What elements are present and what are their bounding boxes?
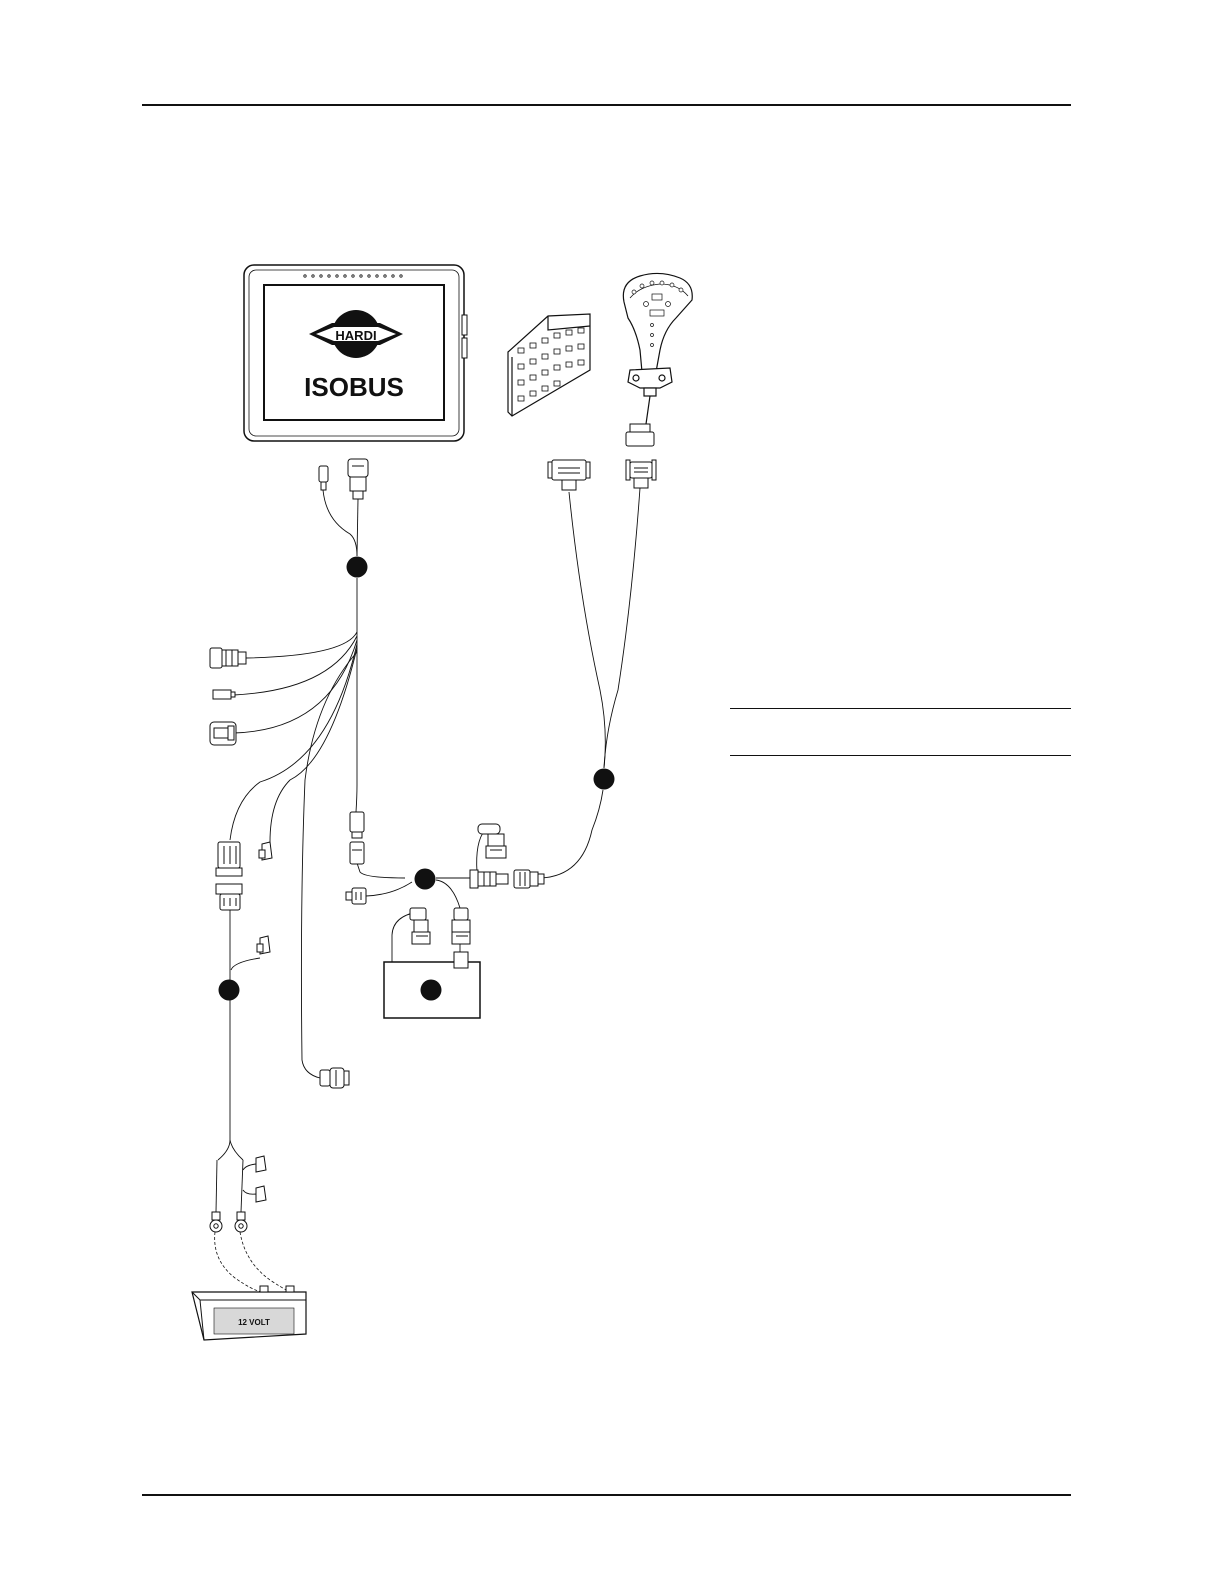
battery-leads — [215, 1232, 290, 1292]
cables — [216, 488, 640, 1212]
isobus-terminal: HARDI ISOBUS — [244, 265, 467, 441]
battery-12v: 12 VOLT — [192, 1286, 306, 1340]
fuse-holders — [210, 1156, 266, 1232]
callout-bubble-5 — [421, 980, 442, 1001]
joystick-grip — [623, 273, 692, 424]
keypad-panel — [508, 314, 590, 416]
joystick-connector — [626, 424, 656, 488]
callout-bubble-3 — [415, 869, 436, 890]
power-connectors — [216, 842, 272, 954]
keypad-connector — [548, 460, 590, 490]
terminal-plugs — [319, 459, 368, 499]
logo-text: HARDI — [335, 328, 376, 343]
terminal-label: ISOBUS — [304, 372, 404, 402]
callout-bubble-4 — [219, 980, 240, 1001]
callout-bubble-2 — [594, 769, 615, 790]
battery-label: 12 VOLT — [238, 1318, 270, 1327]
callout-bubble-1 — [347, 557, 368, 578]
